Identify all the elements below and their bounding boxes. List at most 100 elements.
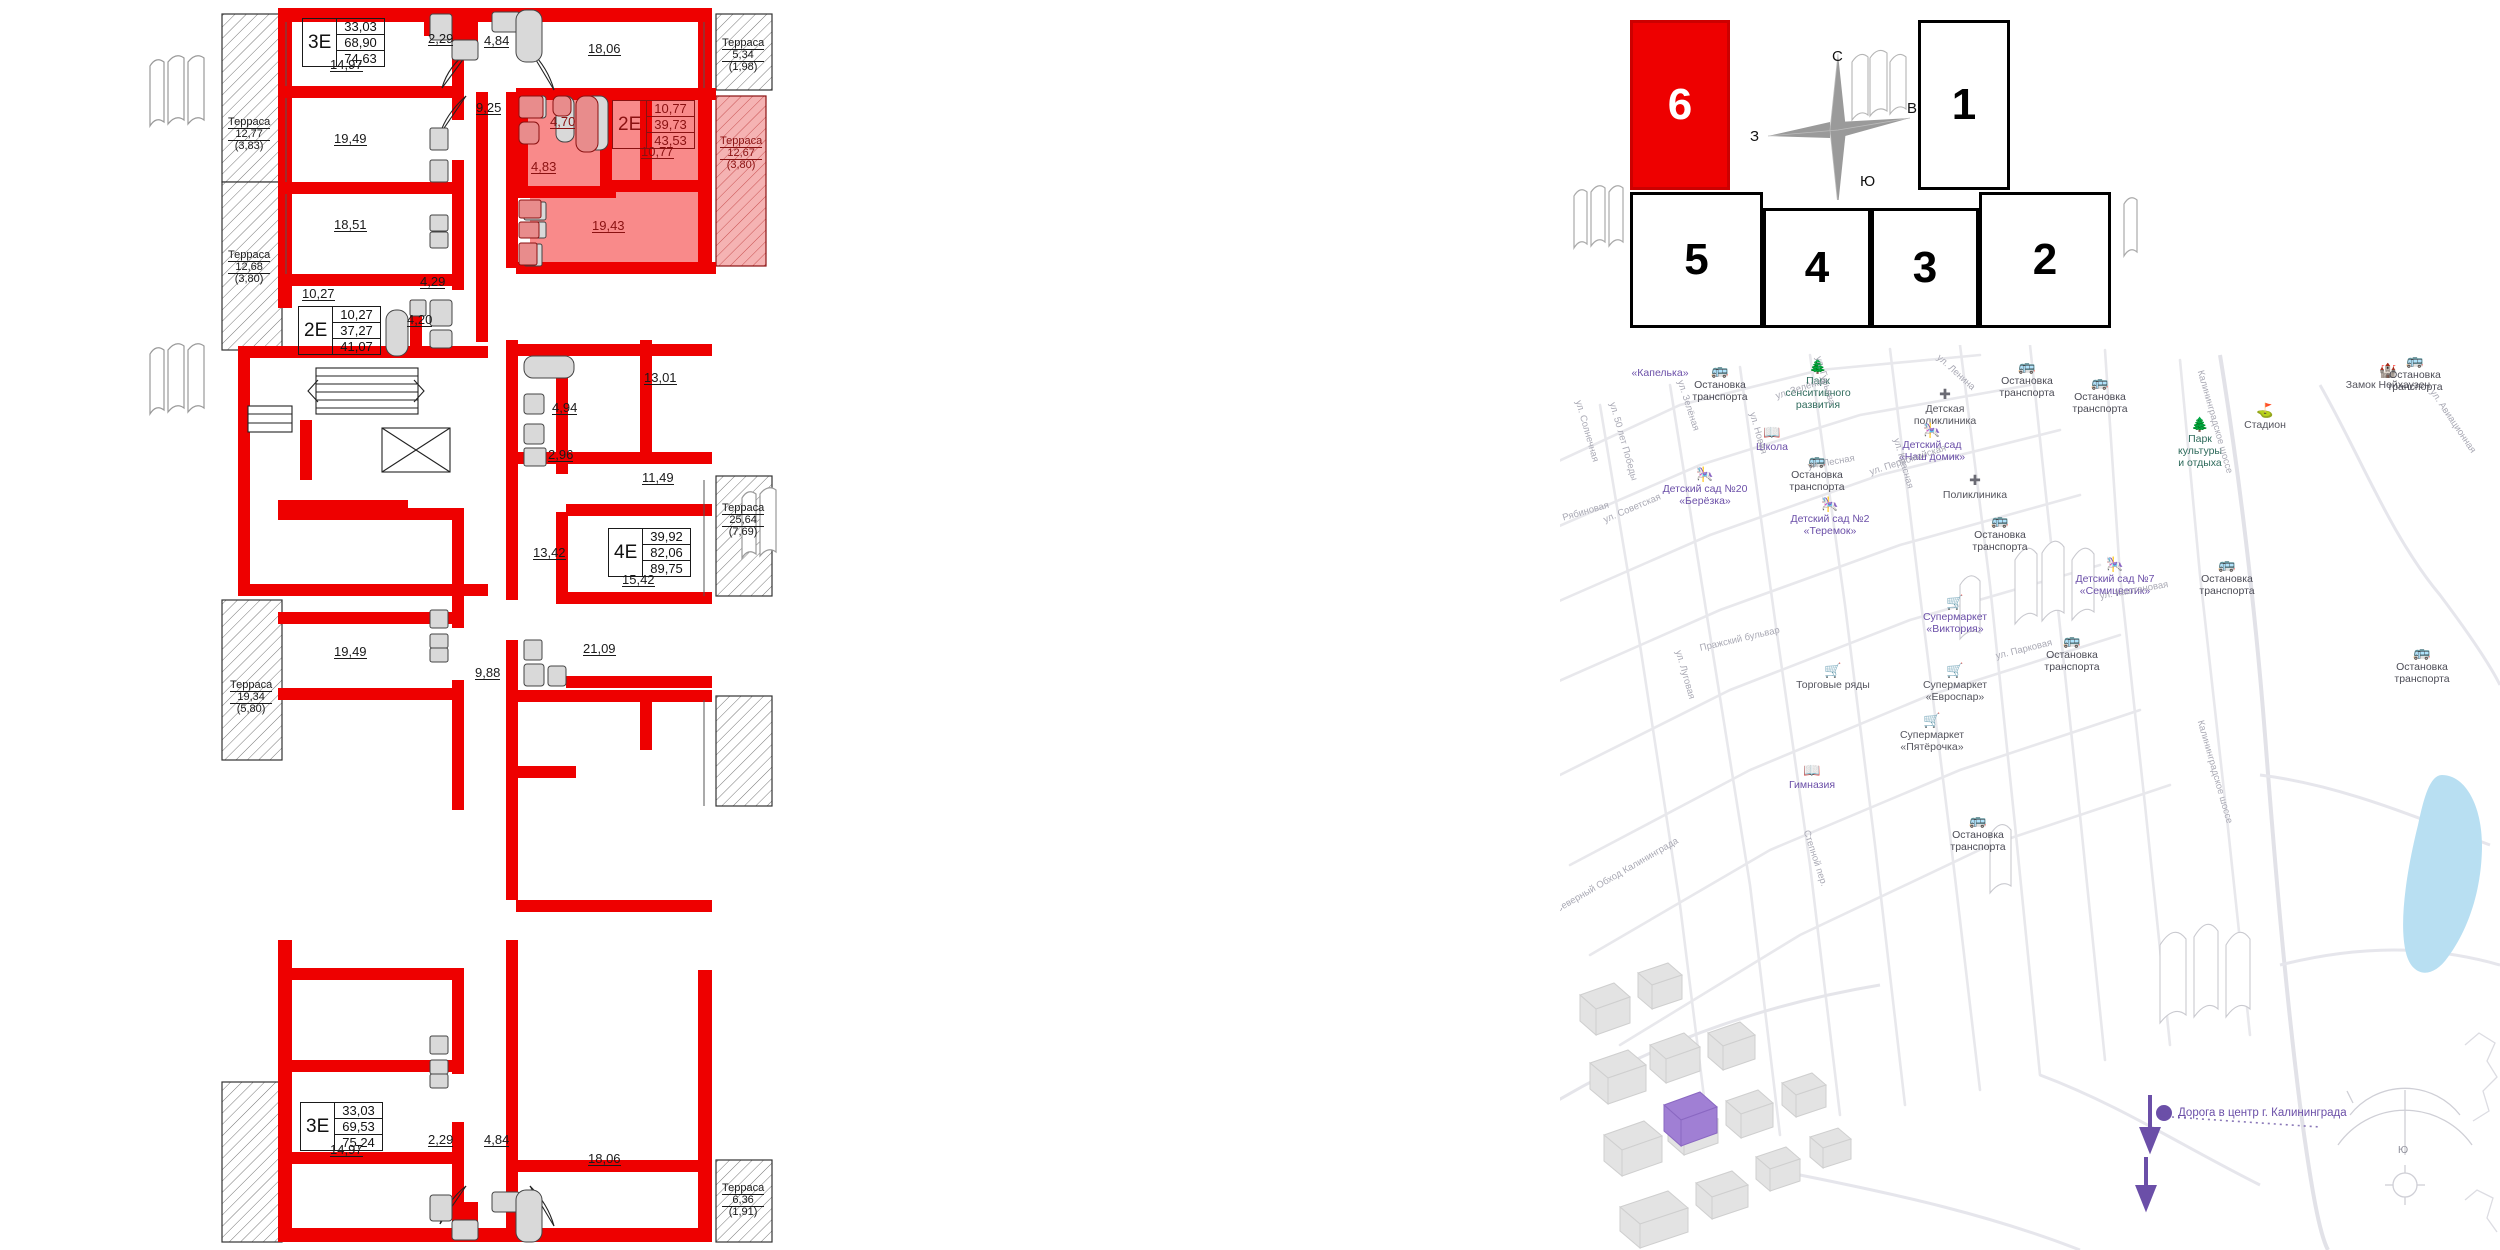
room-area-label: 4,84 [484,1132,510,1147]
room-area-label: 14,97 [330,1142,363,1157]
map-poi[interactable]: 🎠 Детский сад №7«Семицветик» [2075,557,2154,598]
terrace-label: Терраса 19,34 (5,80) [230,680,273,715]
label-icon [1631,351,1688,366]
map-poi[interactable]: 🛒 Супермаркет«Евроспар» [1923,662,1987,704]
map-compass-icon [2337,1087,2473,1205]
room-area-label: 10,27 [302,286,335,301]
map-base-layer[interactable] [1560,345,2500,1250]
terrace-label: Терраса 25,64 (7,69) [722,503,765,538]
map-poi[interactable]: 📖 Школа [1756,424,1788,454]
floor-plan-panel[interactable]: 3E 33,03 68,90 74,63 2E 10,27 37,27 41,0… [0,0,1560,1250]
building-block-1[interactable]: 1 [1918,20,2010,190]
bus-icon: 🚌 [1808,452,1826,468]
building-cluster [1579,962,1853,1250]
bus-icon: 🚌 [1711,362,1729,378]
map-poi[interactable]: 🏰 Замок Нойхаузен [2346,363,2430,392]
building-block-2[interactable]: 2 [1979,192,2111,328]
cart-icon: 🛒 [1946,662,1964,678]
map-poi[interactable]: 🛒 Торговые ряды [1796,662,1870,692]
map-poi[interactable]: ✚ Поликлиника [1943,472,2007,502]
bus-icon: 🚌 [1991,512,2009,528]
room-area-label: 4,29 [420,274,446,289]
apartment-code-box[interactable]: 2E 10,27 37,27 41,07 [298,306,381,355]
apartment-total-area: 89,75 [650,561,683,576]
map-poi[interactable]: 🎠 Детский сад №20«Берёзка» [1663,467,1748,508]
book-icon: 📖 [1803,762,1821,778]
map-poi-label: Стадион [2244,419,2286,431]
room-area-label: 21,09 [583,641,616,656]
terrace-coef: (3,83) [234,140,264,152]
stadium-icon: ⛳ [2256,402,2274,418]
terrace-area: 5,34 [722,50,765,62]
rocking-horse-icon: 🎠 [1821,496,1839,512]
apartment-code-box[interactable]: 3E 33,03 68,90 74,63 [302,18,385,67]
building-block-label: 5 [1684,235,1709,284]
building-block-3[interactable]: 3 [1871,208,1979,328]
map-poi[interactable]: 🛒 Супермаркет«Пятёрочка» [1900,713,1964,754]
room-area-label: 4,20 [407,312,433,327]
bus-icon: 🚌 [2413,644,2431,660]
tree-icon: 🌲 [2191,416,2209,432]
apartment-living-area: 37,27 [333,323,380,339]
map-poi[interactable]: 🎠 Детский сад«Наш домик» [1899,423,1965,464]
terrace-coef: (7,69) [728,526,758,538]
room-area-label: 19,49 [334,131,367,146]
book-icon: 📖 [1763,424,1781,440]
room-area-label: 10,77 [641,144,674,159]
cart-icon: 🛒 [1946,594,1964,610]
floor-plan-drawing[interactable] [0,0,1560,1250]
apartment-code-box-highlighted[interactable]: 2E 10,77 39,73 43,53 [612,100,695,149]
room-area-label: 4,84 [484,33,510,48]
apartment-total-area: 75,24 [342,1135,375,1150]
building-block-4[interactable]: 4 [1763,208,1871,328]
map-poi[interactable]: 🛒 Супермаркет«Виктория» [1923,594,1987,636]
road-to-center-label: Дорога в центр г. Калининграда [2178,1107,2347,1119]
bus-icon: 🚌 [2406,352,2424,368]
apartment-code-box[interactable]: 4E 39,92 82,06 89,75 [608,528,691,577]
building-block-6[interactable]: 6 [1630,20,1730,190]
map-poi[interactable]: «Капелька» [1631,351,1688,379]
terrace-area: 25,64 [722,515,765,527]
terrace-name: Терраса [722,1182,765,1195]
map-poi[interactable]: ⛳ Стадион [2244,402,2286,432]
apartment-total-area: 43,53 [654,133,687,148]
highlighted-terrace [715,95,767,267]
window-mullions [285,22,705,806]
building-blocks-panel[interactable]: 6 1 5 4 3 2 [1560,0,2500,345]
terrace-area: 6,36 [722,1195,765,1207]
cart-icon: 🛒 [1824,662,1842,678]
map-poi-label: Торговые ряды [1796,679,1870,691]
exterior-window-symbols [149,55,777,561]
bus-icon: 🚌 [2218,556,2236,572]
compass-label-east: В [1907,100,1918,117]
room-area-label: 13,42 [533,545,566,560]
building-block-label: 2 [2032,235,2058,284]
compass-label-south: Ю [1860,173,1876,190]
map-edge-outline [2464,1032,2498,1233]
highway-buildings [1959,540,2251,1025]
map-poi[interactable]: 🎠 Детский сад №2«Теремок» [1790,496,1869,538]
map-poi[interactable]: 📖 Гимназия [1789,762,1835,792]
compass-label-west: З [1750,128,1760,145]
apartment-code-box[interactable]: 3E 33,03 69,53 75,24 [300,1102,383,1151]
building-block-5[interactable]: 5 [1630,192,1763,328]
terrace-coef: (5,80) [236,703,266,715]
cross-icon: ✚ [1969,472,1981,488]
